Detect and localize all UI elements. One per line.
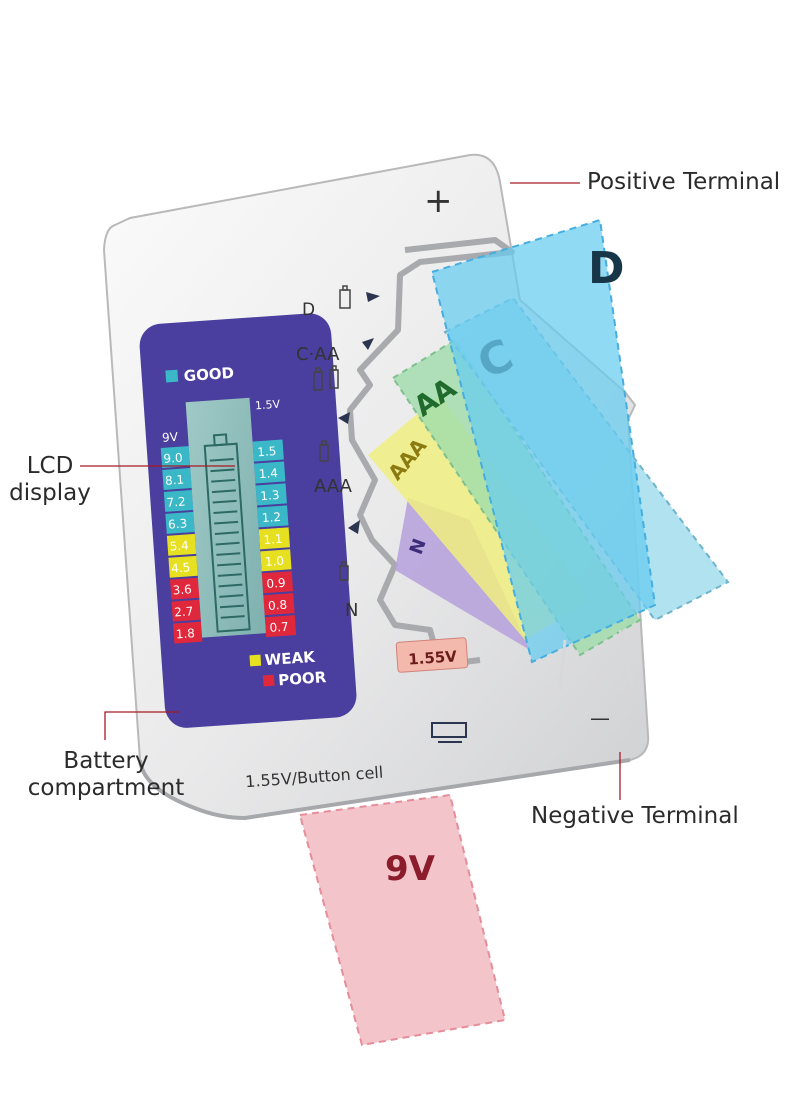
- lcd-scale-15v-label: 1.5: [257, 444, 277, 459]
- 9v-label: 9V: [385, 849, 436, 889]
- poor-swatch: [262, 674, 275, 687]
- lcd-level-bar: [218, 583, 243, 588]
- button-cell-icon: [431, 722, 467, 743]
- lcd-scale-15v-cell: [252, 439, 284, 462]
- slot-labels: D C·AA AAA N: [296, 285, 380, 621]
- arrow-d: [366, 292, 380, 302]
- callout-lines: [80, 182, 621, 800]
- lcd-scale-9v-label: 7.2: [166, 494, 186, 509]
- lcd-scale-15v-cell: [257, 505, 289, 528]
- lcd-scale-15v-cell: [263, 593, 295, 616]
- lcd-scale-15v-cell: [254, 461, 286, 484]
- plus-symbol: +: [424, 181, 453, 221]
- slot-label-d: D: [302, 300, 315, 320]
- lcd-level-bar: [210, 468, 235, 473]
- lcd-scale-15v-cell: [255, 483, 287, 506]
- lcd-scale-15v-cell: [264, 615, 297, 638]
- lcd-panel: GOOD 9V 1.5V 9.0 8.1 7.2 6.3 5.4 4.5 3.6 2.7 1.8…: [139, 313, 357, 728]
- battery-icon-c-aa: [313, 365, 339, 391]
- lcd-level-bar: [219, 594, 244, 598]
- lcd-level-bar: [216, 552, 241, 556]
- lcd-scale-9v-label: 6.3: [168, 516, 188, 531]
- lcd-level-bar: [217, 562, 242, 567]
- battery-icon-aaa: [319, 440, 329, 462]
- lcd-scale-15v-cell: [260, 549, 292, 572]
- lcd-scale-9v-cell: [166, 533, 197, 556]
- slot-label-aaa: AAA: [314, 476, 353, 497]
- arrow-aaa: [338, 412, 350, 424]
- v155-label: 1.55V: [408, 647, 458, 668]
- lcd-level-bar: [219, 604, 245, 609]
- battery-callout-line1: Battery: [63, 748, 149, 774]
- lcd-level-bar: [214, 531, 239, 535]
- lcd-scale-15v-cell: [261, 571, 294, 594]
- lcd-scale-9v-label: 3.6: [172, 582, 192, 597]
- lcd-scale-9v-cell: [160, 446, 191, 469]
- lcd-scale-9v-cell: [169, 577, 200, 600]
- battery-compartment-callout: Battery compartment: [12, 748, 200, 802]
- lcd-scale-15v-label: 1.2: [261, 510, 281, 525]
- lcd-level-bar: [217, 573, 242, 577]
- lcd-header-9v: 9V: [162, 430, 180, 445]
- slot-label-n: N: [345, 600, 358, 621]
- lcd-scale-15v-label: 1.4: [258, 466, 278, 481]
- lcd-level-bar: [220, 615, 245, 619]
- lcd-callout: LCD display: [4, 453, 96, 507]
- battery-icon-n: [339, 561, 349, 581]
- lcd-scale-9v-cell: [162, 468, 192, 490]
- lcd-scale-15v-cell: [258, 527, 291, 550]
- slot-label-c-aa: C·AA: [296, 344, 340, 365]
- weak-label: WEAK: [264, 648, 317, 670]
- lcd-level-bar: [214, 520, 239, 525]
- lcd-scale-9v-label: 5.4: [169, 538, 189, 553]
- arrow-c-aa: [362, 338, 374, 350]
- lcd-callout-line2: display: [9, 480, 91, 506]
- arrow-n: [348, 520, 360, 534]
- n-label: N: [406, 536, 431, 557]
- lcd-scale-9v-cell: [173, 621, 203, 644]
- 9v-battery-overlay: 9V: [298, 793, 507, 1047]
- lcd-scale-15v-label: 1.0: [264, 554, 284, 569]
- lcd-scale-9v-label: 8.1: [165, 473, 185, 488]
- lcd-scale-9v-label: 1.8: [175, 626, 195, 641]
- lcd-scale-15v-label: 1.3: [260, 488, 280, 503]
- good-label: GOOD: [183, 364, 234, 385]
- lcd-level-bar: [209, 457, 234, 462]
- lcd-scale-9v-cell: [171, 599, 201, 622]
- battery-icon-d: [339, 285, 351, 309]
- lcd-battery-icon: [203, 433, 251, 633]
- negative-terminal-callout: Negative Terminal: [531, 803, 739, 829]
- d-battery-overlay: D: [430, 218, 657, 664]
- battery-compartment-line: [104, 711, 180, 740]
- n-battery-overlay: N: [395, 498, 530, 650]
- lcd-scale-9v-label: 9.0: [163, 451, 183, 466]
- lcd-level-bar: [211, 478, 236, 483]
- lcd-scale-15v-label: 0.8: [268, 598, 288, 613]
- lcd-level-bar: [215, 541, 240, 546]
- d-label: D: [588, 243, 625, 294]
- poor-label: POOR: [278, 668, 328, 689]
- lcd-level-bar: [211, 489, 236, 494]
- weak-swatch: [249, 654, 262, 667]
- battery-callout-line2: compartment: [27, 775, 185, 801]
- terminal-prongs: [558, 629, 634, 691]
- lcd-scale-15v-label: 1.1: [263, 532, 283, 547]
- lcd-scale-9v-label: 4.5: [171, 560, 191, 575]
- lcd-level-bar: [212, 499, 237, 504]
- positive-terminal-callout: Positive Terminal: [587, 169, 781, 195]
- v155-badge: 1.55V: [395, 637, 469, 673]
- lcd-scale-15v-label: 0.9: [266, 576, 286, 591]
- lcd-header-15v: 1.5V: [255, 398, 281, 413]
- lcd-scale-9v-cell: [168, 555, 198, 578]
- good-swatch: [165, 369, 179, 383]
- lcd-scale-9v-cell: [165, 511, 195, 534]
- lcd-scale-9v-label: 2.7: [174, 604, 194, 619]
- lcd-scale-15v-label: 0.7: [269, 620, 289, 635]
- lcd-level-bar: [213, 510, 238, 515]
- lcd-scale-9v-cell: [163, 489, 194, 512]
- lcd-callout-line1: LCD: [26, 453, 74, 479]
- minus-symbol: —: [590, 706, 610, 730]
